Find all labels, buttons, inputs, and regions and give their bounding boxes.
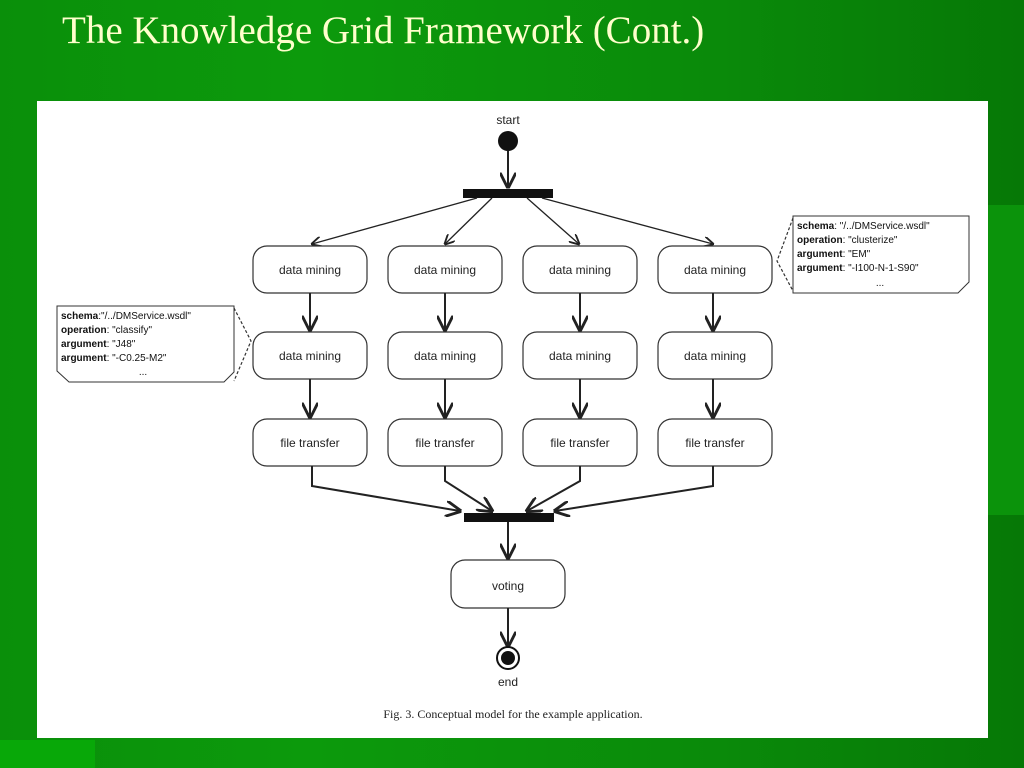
note-left-operation: operation: "classify": [61, 325, 152, 336]
figure-panel: start data mining data mining file trans…: [37, 101, 988, 738]
arrow-lane1-to-join: [311, 466, 460, 511]
note-right: schema: "/../DMService.wsdl" operation: …: [776, 215, 970, 294]
lane1-step3-box: [252, 418, 368, 467]
figure-caption: Fig. 3. Conceptual model for the example…: [383, 707, 642, 721]
arrow-fork-lane2: [445, 197, 493, 244]
note-left-ellipsis: ...: [139, 367, 147, 378]
fork-bar: [463, 189, 553, 198]
arrow-lane4-to-join: [555, 466, 714, 511]
lane-2: data mining data mining file transfer: [387, 245, 503, 467]
lane1-step3-label: file transfer: [280, 436, 339, 450]
arrow-lane2-to-join: [444, 466, 492, 511]
note-right-operation: operation: "clusterize": [797, 235, 898, 246]
decorative-band-right: [988, 205, 1024, 515]
voting-label: voting: [492, 579, 524, 593]
start-node: [498, 131, 518, 151]
start-label: start: [496, 113, 520, 127]
note-left: schema:"/../DMService.wsdl" operation: "…: [56, 305, 252, 383]
lane-4: data mining data mining file transfer: [657, 245, 773, 467]
lane1-step2-label: data mining: [279, 349, 341, 363]
note-right-ellipsis: ...: [876, 278, 884, 289]
note-right-connector: [776, 217, 794, 292]
lane2-step3-label: file transfer: [415, 436, 474, 450]
lane3-step3-label: file transfer: [550, 436, 609, 450]
lane4-step2-box: [657, 331, 773, 380]
lane3-step1-label: data mining: [549, 263, 611, 277]
lane4-step3-label: file transfer: [685, 436, 744, 450]
end-label: end: [498, 675, 518, 689]
arrow-fork-lane1: [312, 197, 478, 244]
lane4-step1-label: data mining: [684, 263, 746, 277]
lane2-step1-label: data mining: [414, 263, 476, 277]
lane1-step1-label: data mining: [279, 263, 341, 277]
note-right-argument1: argument: "EM": [797, 249, 871, 260]
arrow-fork-lane3: [526, 197, 579, 244]
lane-1: data mining data mining file transfer: [252, 245, 368, 467]
note-left-connector: [233, 307, 252, 382]
end-node: [501, 651, 515, 665]
note-left-schema: schema:"/../DMService.wsdl": [61, 311, 191, 322]
note-left-argument2: argument: "-C0.25-M2": [61, 353, 167, 364]
decorative-band-left: [0, 740, 95, 768]
lane4-step3-box: [657, 418, 773, 467]
note-right-argument2: argument: "-I100-N-1-S90": [797, 263, 919, 274]
note-right-box: [792, 215, 970, 294]
lane-3: data mining data mining file transfer: [522, 245, 638, 467]
lane3-step2-label: data mining: [549, 349, 611, 363]
arrow-lane3-to-join: [527, 466, 581, 511]
activity-diagram: start data mining data mining file trans…: [56, 113, 970, 721]
note-left-argument1: argument: "J48": [61, 339, 136, 350]
note-left-box: [56, 305, 235, 383]
arrow-fork-lane4: [541, 197, 713, 244]
join-bar: [464, 513, 554, 522]
lane4-step1-box: [657, 245, 773, 294]
lane4-step2-label: data mining: [684, 349, 746, 363]
lane2-step2-label: data mining: [414, 349, 476, 363]
note-right-schema: schema: "/../DMService.wsdl": [797, 221, 930, 232]
slide-title: The Knowledge Grid Framework (Cont.): [62, 9, 705, 52]
